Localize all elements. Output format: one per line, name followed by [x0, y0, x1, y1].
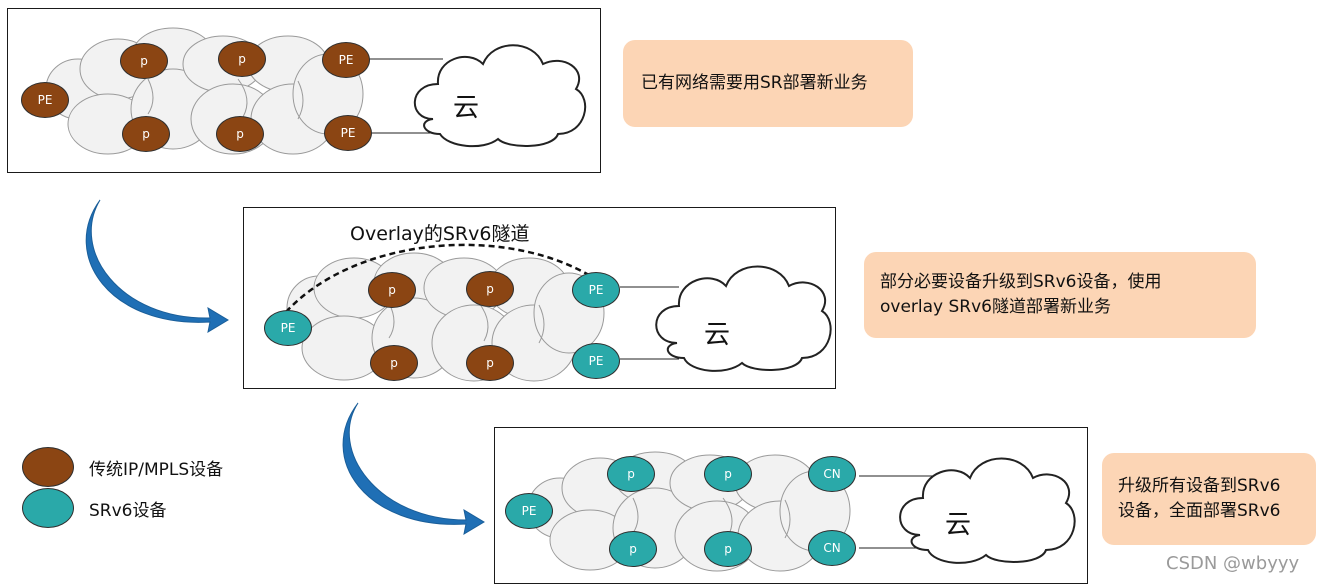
stage3-panel: PE p p CN p p CN 云	[494, 427, 1088, 584]
stage3-pe-left: PE	[505, 493, 553, 529]
stage3-cn-bottom-right: CN	[808, 530, 856, 566]
stage2-pe-bottom-right: PE	[572, 343, 620, 379]
stage3-p-bottom-1: p	[609, 531, 657, 567]
legend-srv6-label: SRv6设备	[89, 501, 167, 521]
stage2-p-bottom-1: p	[370, 345, 418, 381]
stage2-external-cloud	[655, 265, 832, 372]
stage1-external-cloud	[413, 44, 587, 148]
tunnel-label: Overlay的SRv6隧道	[350, 223, 530, 245]
stage1-pe-left: PE	[21, 82, 69, 118]
stage3-cloud-label: 云	[945, 510, 972, 540]
watermark: CSDN @wbyyy	[1166, 553, 1300, 574]
stage3-note-line2: 设备，全面部署SRv6	[1118, 501, 1281, 521]
stage2-panel: Overlay的SRv6隧道 PE p p PE p p PE 云	[243, 207, 836, 389]
stage2-note-line1: 部分必要设备升级到SRv6设备，使用	[880, 272, 1162, 293]
stage2-p-top-1: p	[368, 272, 416, 308]
legend-legacy-label: 传统IP/MPLS设备	[89, 460, 224, 480]
legend-legacy-dot	[22, 447, 74, 487]
stage3-note: 升级所有设备到SRv6 设备，全面部署SRv6	[1102, 453, 1316, 545]
stage2-p-bottom-2: p	[466, 345, 514, 381]
stage1-p-bottom-2: p	[216, 116, 264, 152]
stage1-p-top-1: p	[120, 43, 168, 79]
stage3-p-top-1: p	[607, 456, 655, 492]
stage2-note: 部分必要设备升级到SRv6设备，使用 overlay SRv6隧道部署新业务	[864, 252, 1256, 338]
stage2-note-line2: overlay SRv6隧道部署新业务	[880, 297, 1111, 317]
stage1-pe-bottom-right: PE	[324, 115, 372, 151]
stage2-cloud-label: 云	[704, 320, 731, 350]
stage3-cn-top-right: CN	[808, 456, 856, 492]
stage3-p-top-2: p	[704, 456, 752, 492]
overlay-tunnel	[285, 243, 595, 313]
stage1-p-top-2: p	[218, 41, 266, 77]
stage1-cloud-label: 云	[453, 93, 480, 123]
stage1-pe-top-right: PE	[322, 42, 370, 78]
stage2-pe-top-right: PE	[572, 272, 620, 308]
stage3-external-cloud	[899, 457, 1076, 564]
stage1-panel: PE p p PE p p PE 云	[7, 8, 601, 173]
stage2-p-top-2: p	[466, 271, 514, 307]
stage1-note-text: 已有网络需要用SR部署新业务	[641, 73, 868, 94]
stage3-note-line1: 升级所有设备到SRv6	[1118, 476, 1281, 497]
legend-srv6-dot	[22, 488, 74, 528]
stage2-pe-left: PE	[264, 310, 312, 346]
stage1-note: 已有网络需要用SR部署新业务	[623, 40, 913, 127]
stage3-network-cloud	[527, 451, 1076, 572]
stage1-p-bottom-1: p	[122, 116, 170, 152]
stage3-p-bottom-2: p	[704, 531, 752, 567]
